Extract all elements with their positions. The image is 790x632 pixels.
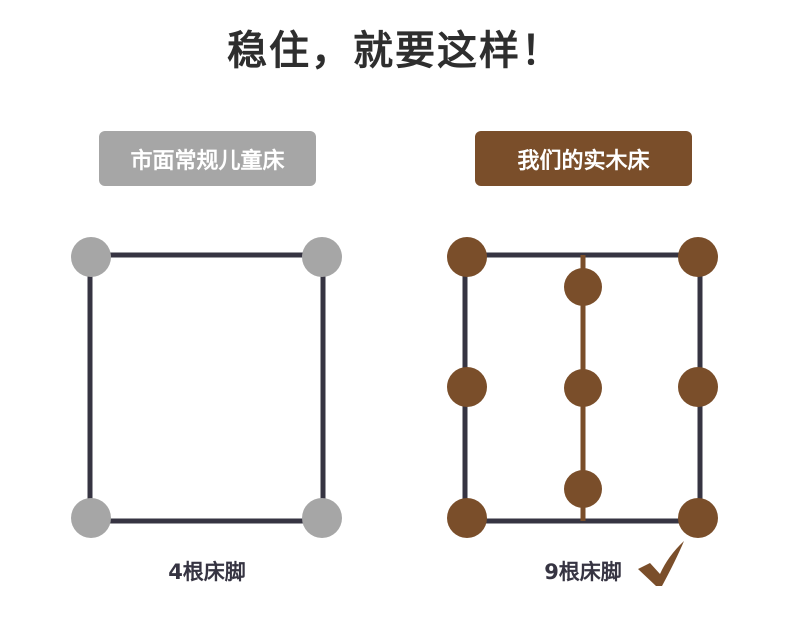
bed-leg (678, 498, 718, 538)
bed-leg (564, 369, 602, 407)
bed-leg (71, 498, 111, 538)
our-bed-label: 我们的实木床 (475, 131, 692, 186)
regular-bed-caption: 4根床脚 (168, 560, 246, 584)
bed-leg (564, 470, 602, 508)
bed-leg (564, 268, 602, 306)
our-bed-diagram (447, 237, 718, 538)
bed-leg (302, 237, 342, 277)
headline: 稳住，就要这样！ (227, 28, 563, 74)
bed-leg (678, 237, 718, 277)
bed-leg (71, 237, 111, 277)
regular-bed-frame (87, 252, 326, 524)
regular-bed-diagram (71, 237, 342, 538)
bed-leg (447, 498, 487, 538)
our-bed-caption: 9根床脚 (544, 560, 622, 584)
checkmark-icon (638, 541, 684, 586)
bed-leg (678, 367, 718, 407)
regular-bed-label: 市面常规儿童床 (99, 131, 316, 186)
bed-leg (447, 237, 487, 277)
bed-leg (447, 367, 487, 407)
bed-leg (302, 498, 342, 538)
